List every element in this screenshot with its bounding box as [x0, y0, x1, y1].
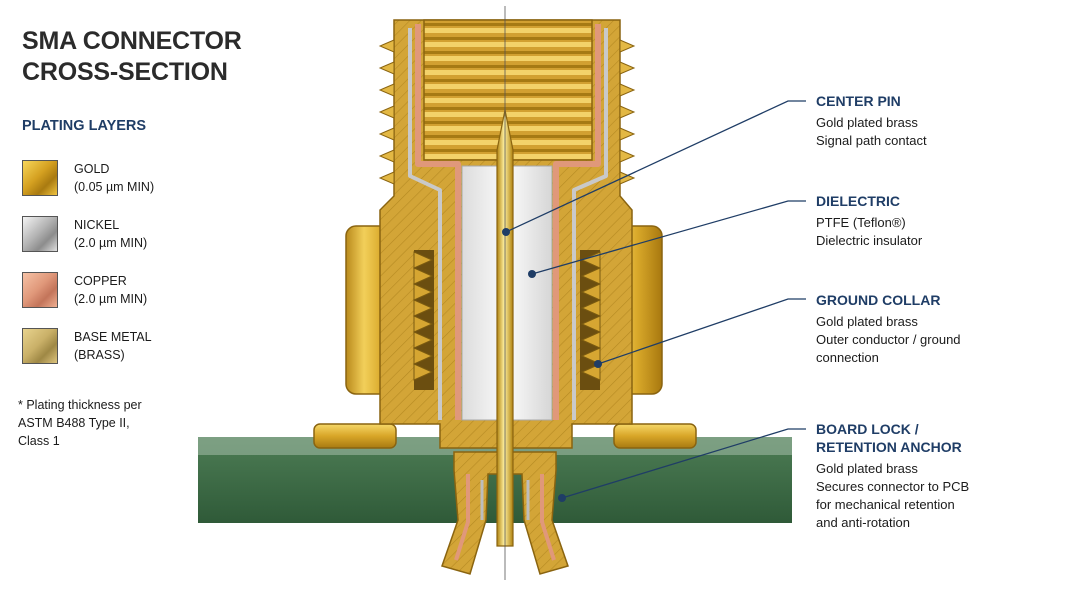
legend-heading: PLATING LAYERS	[22, 118, 147, 134]
callout-line: Outer conductor / ground	[816, 332, 961, 347]
external-thread-left	[378, 39, 395, 185]
footnote-line: ASTM B488 Type II,	[18, 416, 130, 430]
footnote: * Plating thickness per ASTM B488 Type I…	[18, 396, 178, 450]
leader-dots	[502, 228, 602, 502]
diagram-title: SMA CONNECTOR CROSS-SECTION	[22, 26, 322, 88]
callout-heading: BOARD LOCK /	[816, 421, 919, 437]
callout-description: PTFE (Teflon®) Dielectric insulator	[816, 214, 1076, 250]
title-line-2: CROSS-SECTION	[22, 58, 228, 86]
callout-line: Gold plated brass	[816, 461, 918, 476]
flange-left	[313, 423, 397, 449]
board-lock-anchor	[441, 451, 569, 575]
callout-heading-line-2: RETENTION ANCHOR	[816, 439, 962, 455]
legend-item-name: BASE METAL	[74, 330, 152, 344]
callout-description: Gold plated brass Signal path contact	[816, 114, 1076, 150]
callout-description: Gold plated brass Secures connector to P…	[816, 460, 1076, 532]
callout-heading: GROUND COLLAR	[816, 292, 941, 308]
footnote-line: * Plating thickness per	[18, 398, 142, 412]
callout-line: PTFE (Teflon®)	[816, 215, 906, 230]
legend-item-spec: (2.0 µm MIN)	[74, 236, 148, 250]
flange-right	[613, 423, 697, 449]
leader-lines	[505, 100, 806, 499]
footnote-line: Class 1	[18, 434, 60, 448]
callout-line: Secures connector to PCB	[816, 479, 970, 494]
leader-board-lock	[561, 428, 806, 499]
title-line-1: SMA CONNECTOR	[22, 27, 242, 55]
callout-line: Signal path contact	[816, 133, 927, 148]
legend-item-name: NICKEL	[74, 218, 120, 232]
leader-center-pin	[505, 100, 806, 233]
callout-heading: DIELECTRIC	[816, 193, 900, 209]
nickel-swatch	[22, 216, 58, 252]
callout-center-pin: CENTER PIN Gold plated brass Signal path…	[816, 92, 1076, 150]
callout-ground-collar: GROUND COLLAR Gold plated brass Outer co…	[816, 291, 1076, 367]
external-thread-right	[619, 39, 636, 185]
legend-item-spec: (0.05 µm MIN)	[74, 180, 155, 194]
callout-line: Dielectric insulator	[816, 233, 923, 248]
callout-line: Gold plated brass	[816, 314, 918, 329]
legend-item-name: COPPER	[74, 274, 127, 288]
leader-dielectric	[531, 200, 806, 275]
leader-ground-collar	[597, 298, 806, 365]
gold-swatch	[22, 160, 58, 196]
legend-item-copper: COPPER (2.0 µm MIN)	[22, 272, 242, 312]
copper-swatch	[22, 272, 58, 308]
legend-item-spec: (2.0 µm MIN)	[74, 292, 148, 306]
callout-heading: CENTER PIN	[816, 93, 901, 109]
callout-description: Gold plated brass Outer conductor / grou…	[816, 313, 1076, 367]
callout-line: for mechanical retention	[816, 497, 955, 512]
legend-item-name: GOLD	[74, 162, 110, 176]
callout-board-lock: BOARD LOCK / RETENTION ANCHOR Gold plate…	[816, 420, 1076, 532]
callout-line: and anti-rotation	[816, 515, 910, 530]
legend-item-gold: GOLD (0.05 µm MIN)	[22, 160, 242, 200]
callout-line: Gold plated brass	[816, 115, 918, 130]
callout-dielectric: DIELECTRIC PTFE (Teflon®) Dielectric ins…	[816, 192, 1076, 250]
legend-item-base-metal: BASE METAL (BRASS)	[22, 328, 242, 368]
legend-item-nickel: NICKEL (2.0 µm MIN)	[22, 216, 242, 256]
brass-swatch	[22, 328, 58, 364]
ground-collar-thread-right	[580, 250, 602, 390]
plating-layers	[408, 24, 608, 420]
legend-item-spec: (BRASS)	[74, 348, 125, 362]
ground-collar-thread-left	[412, 250, 434, 390]
callout-line: connection	[816, 350, 879, 365]
